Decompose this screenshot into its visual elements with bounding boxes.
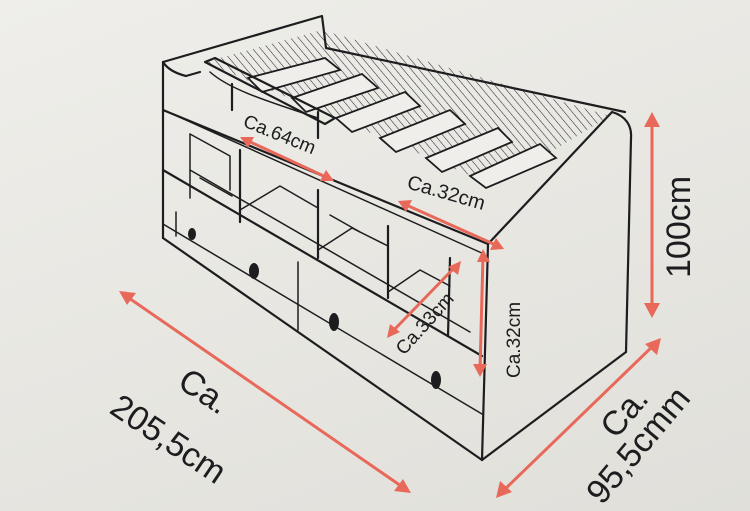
arrow-length bbox=[124, 294, 406, 490]
drawer-knob bbox=[188, 228, 196, 240]
arrowhead bbox=[387, 324, 400, 338]
arrowhead bbox=[119, 291, 136, 305]
arrowhead bbox=[398, 200, 412, 212]
arrow-inner-width bbox=[244, 138, 330, 180]
arrow-inner-height bbox=[402, 202, 500, 248]
arrowhead bbox=[645, 338, 661, 355]
cubby-shelves bbox=[189, 133, 452, 338]
slatted-base bbox=[205, 30, 610, 190]
drawer-knob bbox=[249, 263, 259, 279]
arrowhead bbox=[644, 303, 660, 318]
drawer-knob bbox=[329, 313, 339, 331]
arrowhead bbox=[240, 137, 254, 148]
bed-frame bbox=[161, 14, 633, 462]
arrowhead bbox=[320, 170, 334, 181]
slat bbox=[424, 126, 514, 174]
label-cubby-height: Ca.32cm bbox=[504, 302, 525, 378]
drawers bbox=[175, 211, 441, 389]
label-total-height: 100cm bbox=[660, 176, 698, 278]
safety-rail bbox=[203, 56, 337, 140]
arrowhead bbox=[496, 481, 512, 498]
dimension-arrows bbox=[119, 112, 661, 498]
arrowhead bbox=[473, 364, 487, 377]
arrowhead bbox=[490, 238, 504, 250]
arrowhead bbox=[477, 249, 490, 262]
drawer-knob bbox=[431, 371, 441, 389]
label-length-prefix: Ca. bbox=[172, 361, 237, 422]
arrow-depth bbox=[500, 342, 657, 494]
arrowhead bbox=[448, 261, 461, 275]
slat bbox=[468, 142, 558, 190]
slat bbox=[378, 108, 467, 154]
arrowhead bbox=[394, 479, 411, 493]
slat bbox=[334, 90, 422, 134]
slat bbox=[246, 57, 342, 94]
arrow-cubby-height bbox=[478, 254, 485, 372]
arrow-cubby-depth bbox=[390, 264, 458, 334]
arrowhead bbox=[644, 112, 660, 127]
slat bbox=[290, 72, 380, 114]
label-inner-width: Ca.64cm bbox=[240, 111, 318, 159]
